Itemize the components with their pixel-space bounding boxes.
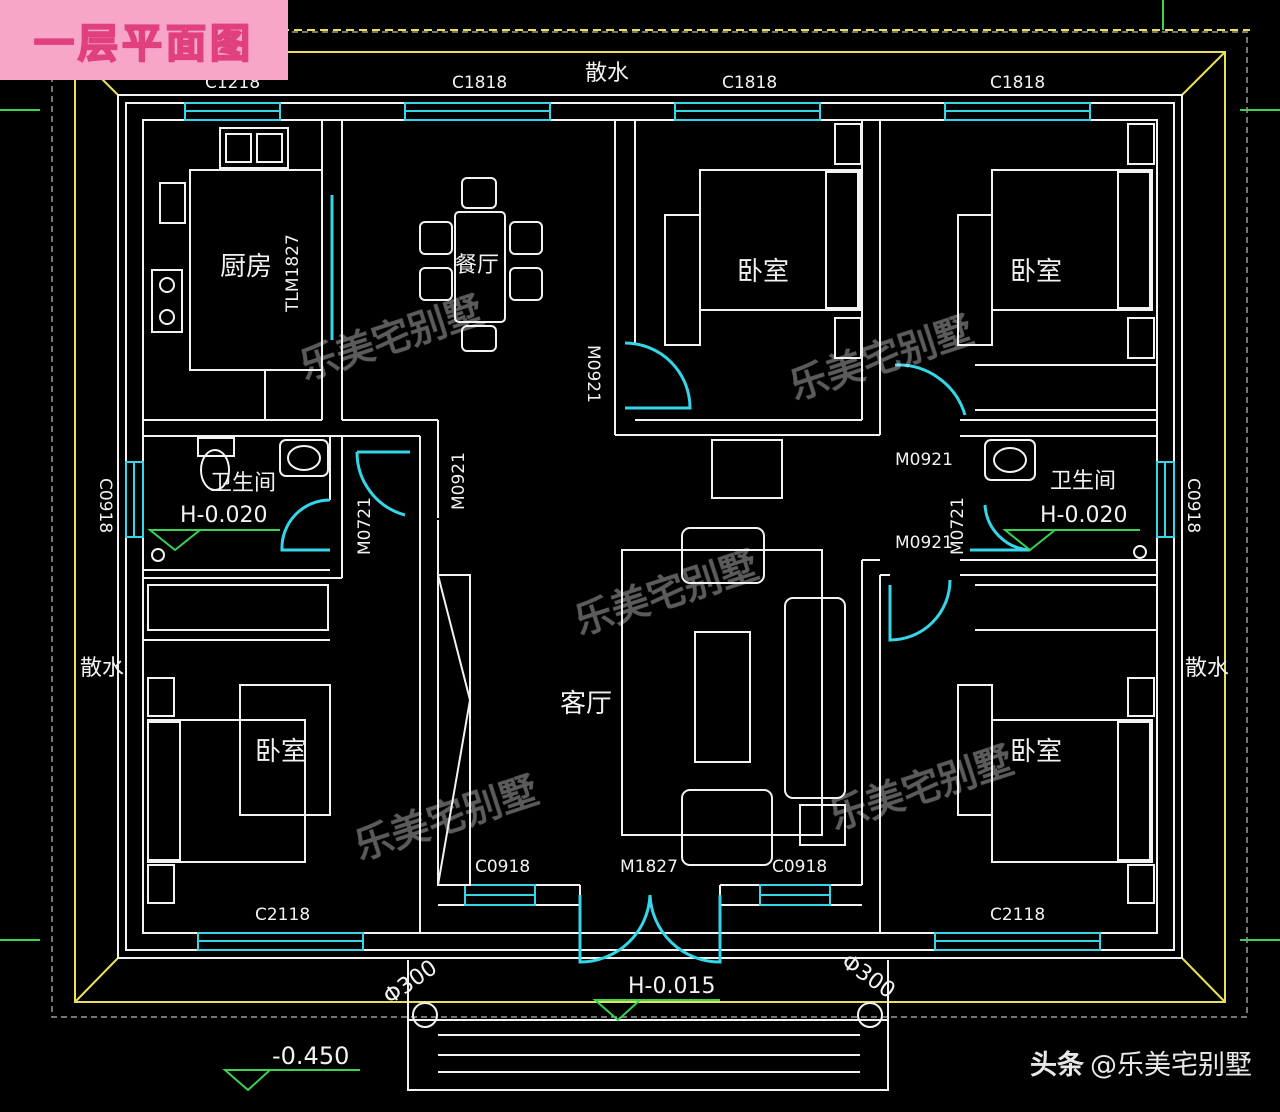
living-furniture xyxy=(437,527,846,886)
room-bath-e: 卫生间 xyxy=(1050,469,1116,494)
door-m0921-c: M0921 xyxy=(895,450,953,470)
entrance-steps xyxy=(407,960,889,1091)
door-m0921-b: M0921 xyxy=(449,452,469,510)
door-m0721-w: M0721 xyxy=(355,497,375,555)
kitchen-fixtures xyxy=(151,127,323,420)
door-m0921-d: M0921 xyxy=(895,533,953,553)
window-c1818-b: C1818 xyxy=(722,73,777,93)
apron-right: 散水 xyxy=(1185,656,1229,681)
bedroom-furniture xyxy=(147,123,1155,904)
watermark-4: 乐美宅别墅 xyxy=(349,768,543,869)
room-bedroom-se: 卧室 xyxy=(1010,737,1062,767)
elevation-markers xyxy=(147,529,1140,1092)
elevation-bath-e: H-0.020 xyxy=(1040,503,1127,528)
room-bedroom-sw: 卧室 xyxy=(255,737,307,767)
room-dining: 餐厅 xyxy=(455,253,499,278)
room-bedroom-ne: 卧室 xyxy=(1010,257,1062,287)
credit-platform: 头条 xyxy=(1030,1050,1084,1081)
watermark-2: 乐美宅别墅 xyxy=(784,308,978,409)
windows xyxy=(125,102,1175,951)
door-m1827: M1827 xyxy=(620,857,678,877)
room-kitchen: 厨房 xyxy=(220,252,272,282)
window-c0918-s1: C0918 xyxy=(475,857,530,877)
watermarks: 乐美宅别墅 乐美宅别墅 乐美宅别墅 乐美宅别墅 乐美宅别墅 xyxy=(294,288,1018,869)
watermark-3: 乐美宅别墅 xyxy=(569,543,763,644)
room-living: 客厅 xyxy=(560,689,612,719)
window-c1818-a: C1818 xyxy=(452,73,507,93)
elevation-bath-w: H-0.020 xyxy=(180,503,267,528)
room-bedroom-nw: 卧室 xyxy=(737,257,789,287)
plan-title: 一层平面图 xyxy=(33,20,254,68)
watermark-5: 乐美宅别墅 xyxy=(824,738,1018,839)
elevation-ground: -0.450 xyxy=(272,1042,349,1070)
code-labels: 散水 散水 散水 C1218 C1818 C1818 C1818 TLM1827… xyxy=(80,61,1229,1010)
credit-account: @乐美宅别墅 xyxy=(1090,1050,1252,1081)
room-bath-w: 卫生间 xyxy=(210,471,276,496)
title-badge: 一层平面图 xyxy=(0,0,288,80)
window-c0918-e: C0918 xyxy=(1183,478,1203,533)
window-c2118-w: C2118 xyxy=(255,905,310,925)
watermark-1: 乐美宅别墅 xyxy=(294,288,488,389)
room-labels: 厨房 餐厅 卧室 卧室 卫生间 卫生间 客厅 卧室 卧室 xyxy=(210,252,1116,767)
door-m0921-a: M0921 xyxy=(583,345,603,403)
apron-top: 散水 xyxy=(585,61,629,86)
apron-left: 散水 xyxy=(80,656,124,681)
elevation-entry: H-0.015 xyxy=(628,974,715,999)
credit: 头条@乐美宅别墅 xyxy=(1030,1043,1252,1082)
window-c0918-s2: C0918 xyxy=(772,857,827,877)
window-c1818-c: C1818 xyxy=(990,73,1045,93)
dining-table xyxy=(419,177,543,352)
window-c2118-e: C2118 xyxy=(990,905,1045,925)
elevation-labels: H-0.020 H-0.020 H-0.015 -0.450 xyxy=(180,503,1127,1070)
door-m0721-e: M0721 xyxy=(948,497,968,555)
doors xyxy=(280,341,1031,964)
door-tlm1827: TLM1827 xyxy=(283,234,303,313)
exterior-walls xyxy=(117,94,1183,959)
window-c0918-w: C0918 xyxy=(95,478,115,533)
